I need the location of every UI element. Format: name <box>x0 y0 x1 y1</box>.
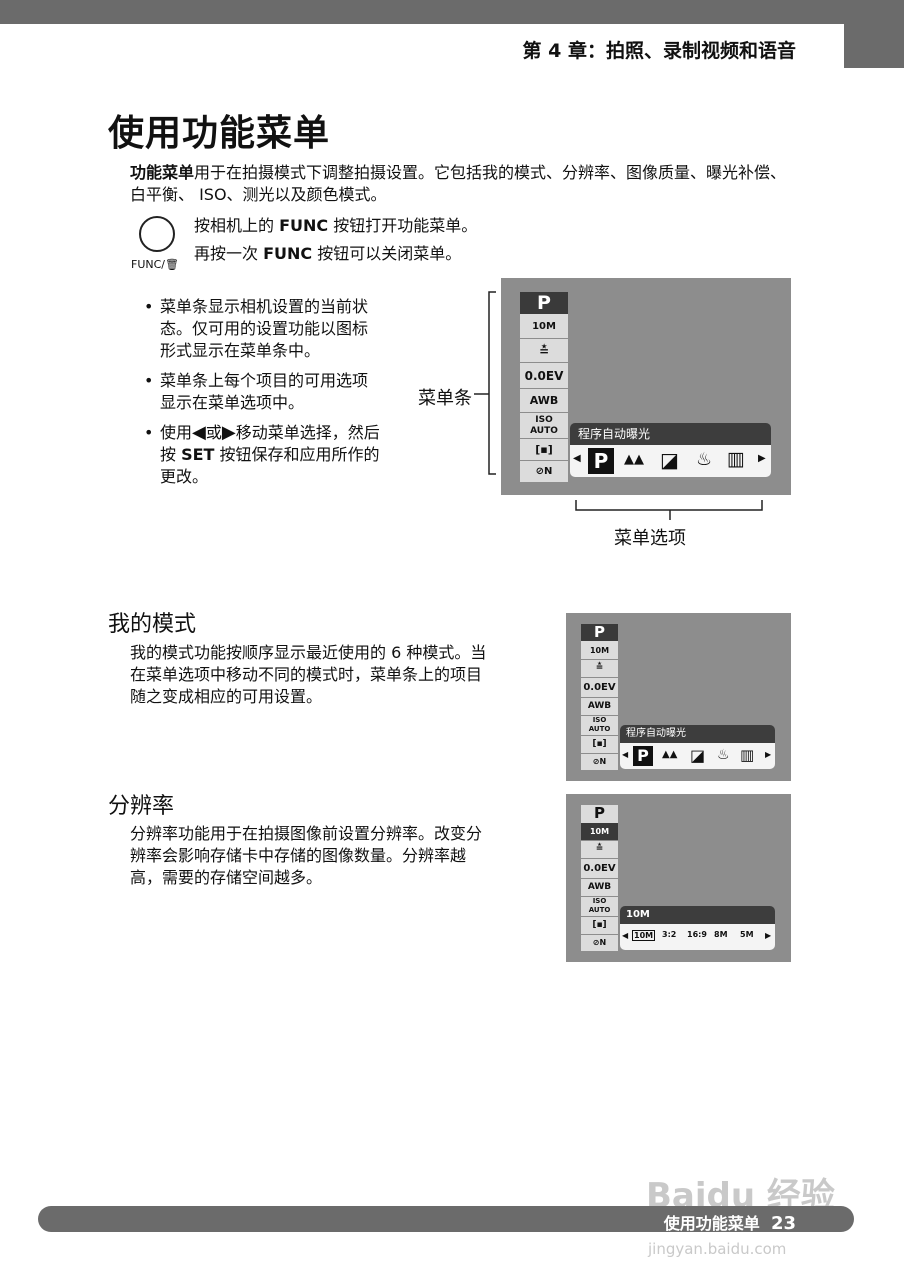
landscape-mode-icon: ▲▲ <box>624 452 644 467</box>
menu-item-quality: ≛ <box>538 344 550 358</box>
menu-item-iso: ISO AUTO <box>530 415 558 436</box>
bullet-item: 使用◀或▶移动菜单选择，然后按 SET 按钮保存和应用所作的更改。 <box>142 422 382 488</box>
menubar-label: 菜单条 <box>418 388 472 409</box>
right-arrow-icon: ▶ <box>758 453 766 464</box>
func-close-instruction: 再按一次 FUNC 按钮可以关闭菜单。 <box>194 244 462 263</box>
top-bar <box>0 0 904 24</box>
building-mode-icon: ▥ <box>727 448 745 470</box>
func-button-icon <box>139 216 175 252</box>
candle-mode-icon: ♨ <box>696 449 713 470</box>
page-number: 23 <box>770 1213 796 1234</box>
left-arrow-icon: ◀ <box>192 422 206 443</box>
camera-screen-main: P 10M ≛ 0.0EV AWB ISO AUTO [▪] ⊘N 程序自动曝光… <box>501 278 791 495</box>
section-text-resolution: 分辨率功能用于在拍摄图像前设置分辨率。改变分辨率会影响存储卡中存储的图像数量。分… <box>130 824 483 887</box>
resolution-3-2-option: 3:2 <box>662 930 677 939</box>
option-caption: 10M <box>620 906 775 924</box>
menu-item-resolution: 10M <box>532 321 556 332</box>
menu-item-wb: AWB <box>529 394 559 407</box>
option-row: ◀ P ▲▲ ◪ ♨ ▥ ▶ <box>570 445 771 477</box>
intro-paragraph: 功能菜单用于在拍摄模式下调整拍摄设置。它包括我的模式、分辨率、图像质量、曝光补偿… <box>130 162 790 206</box>
menu-bar: P 10M ≛ 0.0EV AWB ISO AUTO [▪] ⊘N <box>581 624 618 770</box>
menubar-bracket <box>474 291 496 475</box>
camera-screen-resolution: P 10M ≛ 0.0EV AWB ISO AUTO [▪] ⊘N 10M ◀ … <box>566 794 791 962</box>
func-button-label: FUNC/🗑 <box>131 258 179 271</box>
camera-screen-mymode: P 10M ≛ 0.0EV AWB ISO AUTO [▪] ⊘N 程序自动曝光… <box>566 613 791 781</box>
menu-bar: P 10M ≛ 0.0EV AWB ISO AUTO [▪] ⊘N <box>520 292 568 482</box>
resolution-8m-option: 8M <box>714 930 728 939</box>
func-open-instruction: 按相机上的 FUNC 按钮打开功能菜单。 <box>194 216 478 235</box>
section-text-mymode: 我的模式功能按顺序显示最近使用的 6 种模式。当在菜单选项中移动不同的模式时，菜… <box>130 643 487 706</box>
menu-item-mode: P <box>520 292 568 314</box>
resolution-5m-option: 5M <box>740 930 754 939</box>
intro-term: 功能菜单 <box>130 163 195 182</box>
watermark-url: jingyan.baidu.com <box>648 1240 787 1258</box>
resolution-10m-option: 10M <box>632 930 656 941</box>
program-mode-icon: P <box>588 448 614 474</box>
intro-text: 用于在拍摄模式下调整拍摄设置。它包括我的模式、分辨率、图像质量、曝光补偿、白平衡… <box>130 163 787 204</box>
footer-text: 使用功能菜单 23 <box>663 1213 796 1234</box>
scene-mode-icon: ◪ <box>660 448 679 472</box>
right-arrow-icon: ▶ <box>221 422 236 443</box>
menu-item-ev: 0.0EV <box>524 369 564 383</box>
footer-bar <box>38 1206 854 1232</box>
option-caption: 程序自动曝光 <box>570 423 771 445</box>
bullet-item: 菜单条显示相机设置的当前状态。仅可用的设置功能以图标形式显示在菜单条中。 <box>142 296 382 362</box>
option-row: ◀ 10M 3:2 16:9 8M 5M ▶ <box>620 924 775 950</box>
menu-item-color: ⊘N <box>535 466 553 477</box>
page-title: 使用功能菜单 <box>108 113 331 154</box>
section-heading-mymode: 我的模式 <box>108 612 197 637</box>
options-label: 菜单选项 <box>614 528 686 549</box>
options-bracket <box>575 500 763 520</box>
chapter-header: 第 4 章：拍照、录制视频和语音 <box>522 40 796 62</box>
bullet-item: 菜单条上每个项目的可用选项显示在菜单选项中。 <box>142 370 382 414</box>
resolution-16-9-option: 16:9 <box>687 930 707 939</box>
option-caption: 程序自动曝光 <box>620 725 775 743</box>
chapter-tab-block <box>844 24 904 68</box>
left-arrow-icon: ◀ <box>573 453 581 464</box>
section-heading-resolution: 分辨率 <box>108 794 175 819</box>
bullet-list: 菜单条显示相机设置的当前状态。仅可用的设置功能以图标形式显示在菜单条中。 菜单条… <box>142 296 382 496</box>
menu-bar: P 10M ≛ 0.0EV AWB ISO AUTO [▪] ⊘N <box>581 805 618 951</box>
menu-item-metering: [▪] <box>535 443 553 456</box>
option-row: ◀ P ▲▲ ◪ ♨ ▥ ▶ <box>620 743 775 769</box>
